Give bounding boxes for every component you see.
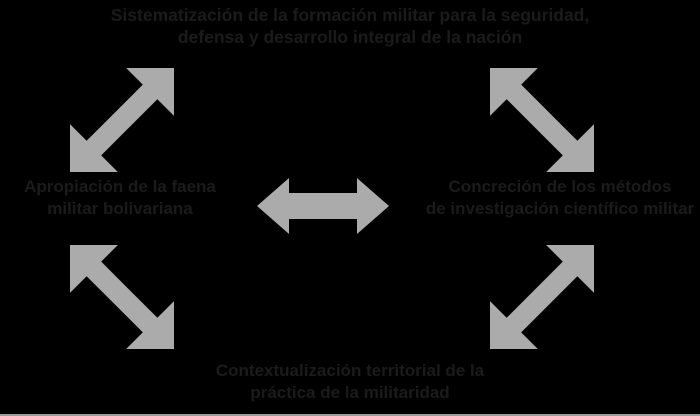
- diagram-node-left-label: Apropiación de la faena militar bolivari…: [24, 177, 216, 218]
- double-arrow-diagonal-ne-sw-icon: [70, 68, 174, 172]
- double-arrow-diagonal-nw-se-icon: [70, 245, 174, 349]
- diagram-node-top-label: Sistematización de la formación militar …: [110, 5, 590, 48]
- diagram-node-bottom-label: Contextualización territorial de la prác…: [215, 361, 485, 402]
- bottom-border: [0, 414, 700, 416]
- diagram-node-right-label: Concreción de los métodos de investigaci…: [425, 177, 695, 218]
- double-arrow-diagonal-nw-se-icon: [490, 68, 594, 172]
- double-arrow-horizontal-icon: [257, 178, 389, 234]
- double-arrow-diagonal-ne-sw-icon: [490, 245, 594, 349]
